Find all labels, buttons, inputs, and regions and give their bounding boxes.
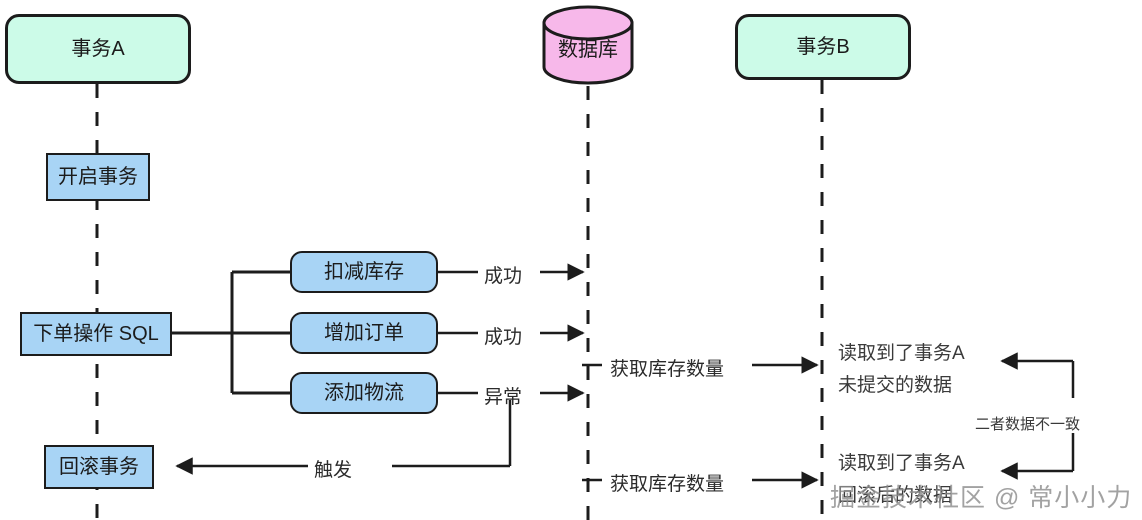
database-cylinder xyxy=(542,5,634,85)
edge-label-logistics-result: 异常 xyxy=(484,387,523,408)
watermark-text: 掘金技术社区 @ 常小小力 xyxy=(830,484,1133,512)
node-begin-transaction[interactable]: 开启事务 xyxy=(46,153,150,201)
annotation-inconsistent: 二者数据不一致 xyxy=(975,416,1081,433)
node-label-add-order: 增加订单 xyxy=(324,321,404,344)
lifeline-header-txB[interactable]: 事务B xyxy=(735,14,911,80)
node-label-rollback-transaction: 回滚事务 xyxy=(59,455,139,478)
lifeline-label-txB: 事务B xyxy=(796,35,850,58)
edge-label-order-result: 成功 xyxy=(484,327,523,348)
edge-label-trigger: 触发 xyxy=(314,460,353,481)
edge-label-deduct-result: 成功 xyxy=(484,266,523,287)
note-rolledback-line2: 回滚后的数据 xyxy=(838,485,953,506)
node-order-sql[interactable]: 下单操作 SQL xyxy=(20,312,172,356)
node-add-order[interactable]: 增加订单 xyxy=(290,312,438,354)
note-rolledback-line1: 读取到了事务A xyxy=(838,453,965,474)
node-label-begin-transaction: 开启事务 xyxy=(58,165,138,188)
note-uncommitted-line2: 未提交的数据 xyxy=(838,375,953,396)
lifeline-header-txA[interactable]: 事务A xyxy=(5,14,191,84)
lifeline-label-txA: 事务A xyxy=(71,37,125,60)
edge-label-read-stock-1: 获取库存数量 xyxy=(610,359,725,380)
sql-branch-connectors xyxy=(172,270,290,395)
exception-trigger-path xyxy=(175,400,512,475)
edge-label-read-stock-2: 获取库存数量 xyxy=(610,474,725,495)
node-label-deduct-stock: 扣减库存 xyxy=(324,260,404,283)
node-label-add-logistics: 添加物流 xyxy=(324,381,404,404)
node-deduct-stock[interactable]: 扣减库存 xyxy=(290,251,438,293)
lifeline-label-db: 数据库 xyxy=(558,39,618,61)
node-add-logistics[interactable]: 添加物流 xyxy=(290,372,438,414)
note-uncommitted-line1: 读取到了事务A xyxy=(838,343,965,364)
result-connectors xyxy=(437,263,585,402)
db-read-connectors xyxy=(582,356,819,489)
inconsistency-bracket xyxy=(1000,352,1075,480)
node-rollback-transaction[interactable]: 回滚事务 xyxy=(44,445,154,489)
node-label-order-sql: 下单操作 SQL xyxy=(33,322,159,345)
